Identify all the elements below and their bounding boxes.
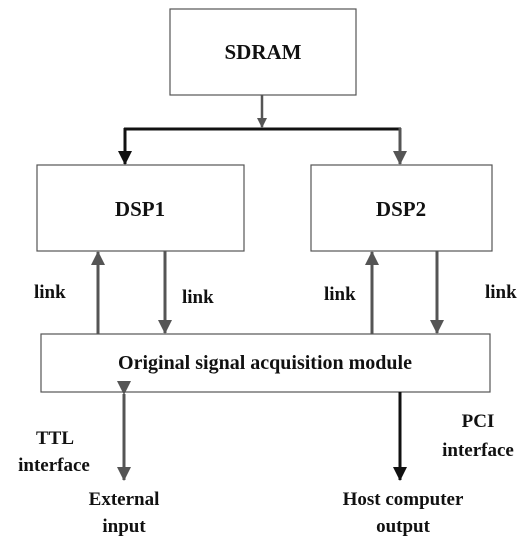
pci-label-line1: PCI bbox=[462, 411, 495, 432]
dsp2-up-link-label: link bbox=[324, 284, 356, 305]
dsp2-down-link-label: link bbox=[485, 282, 517, 303]
dsp1-up-link-label: link bbox=[34, 282, 66, 303]
dsp1-box bbox=[36, 164, 245, 252]
external-input-line2: input bbox=[102, 516, 146, 537]
external-input-line1: External bbox=[89, 489, 160, 510]
sdram-box bbox=[169, 8, 357, 96]
sdram-label: SDRAM bbox=[225, 40, 302, 64]
ttl-label-line2: interface bbox=[18, 455, 90, 476]
dsp2-box bbox=[310, 164, 493, 252]
pci-label-line2: interface bbox=[442, 440, 514, 461]
ttl-label-line1: TTL bbox=[36, 428, 74, 449]
dsp1-label: DSP1 bbox=[115, 197, 165, 221]
host-output-line2: output bbox=[376, 516, 431, 537]
dsp2-label: DSP2 bbox=[376, 197, 426, 221]
host-output-line1: Host computer bbox=[343, 489, 464, 510]
dsp1-down-link-label: link bbox=[182, 287, 214, 308]
acquisition-box bbox=[40, 333, 491, 393]
acquisition-label: Original signal acquisition module bbox=[118, 352, 412, 374]
